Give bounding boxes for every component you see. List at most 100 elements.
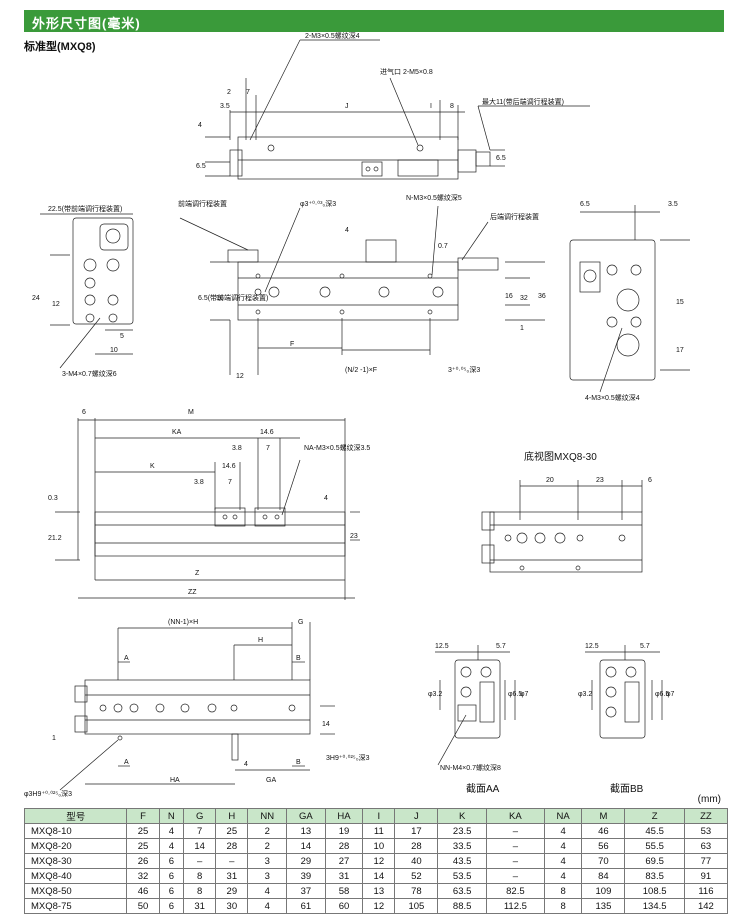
dim-KA: KA bbox=[172, 429, 182, 436]
table-cell: 83.5 bbox=[624, 868, 685, 884]
dim-5: 5 bbox=[120, 333, 124, 340]
table-cell: 33.5 bbox=[437, 838, 487, 854]
label-n-thread: N-M3×0.5螺纹深5 bbox=[406, 193, 462, 202]
table-cell: 53 bbox=[683, 823, 729, 839]
table-cell: 25 bbox=[215, 823, 249, 839]
label-formula: (N/2 -1)×F bbox=[345, 367, 377, 374]
dim-G: G bbox=[298, 619, 303, 626]
table-cell: 70 bbox=[581, 853, 626, 869]
label-na-thread: NA-M3×0.5螺纹深3.5 bbox=[304, 443, 370, 452]
unit-label: (mm) bbox=[697, 794, 721, 805]
dim-J: J bbox=[345, 103, 349, 110]
dim-bv-23: 23 bbox=[596, 477, 604, 484]
section-header: 外形尺寸图(毫米) bbox=[24, 10, 724, 32]
table-cell: 45.5 bbox=[624, 823, 685, 839]
model-cell: MXQ8-75 bbox=[23, 898, 128, 914]
table-cell: 30 bbox=[215, 898, 249, 914]
table-cell: 4 bbox=[543, 823, 583, 839]
model-cell: MXQ8-20 bbox=[23, 838, 128, 854]
table-cell: 7 bbox=[183, 823, 217, 839]
label-top-thread: 2-M3×0.5螺纹深4 bbox=[305, 31, 360, 40]
dim-1: 1 bbox=[520, 325, 524, 332]
table-cell: 29 bbox=[215, 883, 249, 899]
column-header: 型号 bbox=[23, 808, 128, 824]
dim-M: M bbox=[188, 409, 194, 416]
table-cell: 25 bbox=[126, 823, 160, 839]
side-view bbox=[55, 418, 360, 600]
table-cell: 8 bbox=[183, 883, 217, 899]
dim-bb-5-7: 5.7 bbox=[640, 643, 650, 650]
table-cell: 2 bbox=[247, 838, 288, 854]
table-cell: – bbox=[485, 868, 545, 884]
table-cell: 4 bbox=[158, 838, 185, 854]
dim-4-side: 4 bbox=[324, 495, 328, 502]
dim-right-3-5: 3.5 bbox=[668, 201, 678, 208]
table-cell: 105 bbox=[394, 898, 439, 914]
table-cell: 37 bbox=[286, 883, 326, 899]
column-header: M bbox=[581, 808, 626, 824]
column-header: K bbox=[437, 808, 487, 824]
table-cell: – bbox=[485, 853, 545, 869]
model-cell: MXQ8-30 bbox=[23, 853, 128, 869]
dim-17: 17 bbox=[676, 347, 684, 354]
dim-6-5-right: 6.5 bbox=[496, 155, 506, 162]
model-subtitle: 标准型(MXQ8) bbox=[24, 41, 96, 53]
table-cell: 112.5 bbox=[485, 898, 545, 914]
table-cell: 78 bbox=[394, 883, 439, 899]
dim-Z: Z bbox=[195, 570, 200, 577]
table-cell: 31 bbox=[215, 868, 249, 884]
table-cell: – bbox=[485, 838, 545, 854]
left-end-view bbox=[40, 213, 134, 369]
column-header: NA bbox=[543, 808, 583, 824]
table-cell: 63.5 bbox=[437, 883, 487, 899]
table-cell: 27 bbox=[324, 853, 364, 869]
table-cell: 8 bbox=[543, 883, 583, 899]
table-cell: 12 bbox=[362, 853, 396, 869]
table-cell: 28 bbox=[394, 838, 439, 854]
model-cell: MXQ8-10 bbox=[23, 823, 128, 839]
table-cell: 61 bbox=[286, 898, 326, 914]
table-cell: 3 bbox=[247, 868, 288, 884]
dim-1-lower: 1 bbox=[52, 735, 56, 742]
column-header: G bbox=[183, 808, 217, 824]
lower-view bbox=[59, 622, 335, 791]
dim-21-2: 21.2 bbox=[48, 535, 62, 542]
table-cell: 77 bbox=[683, 853, 729, 869]
table-cell: 13 bbox=[362, 883, 396, 899]
dim-H: H bbox=[258, 637, 263, 644]
table-cell: 4 bbox=[247, 898, 288, 914]
dim-4-lower: 4 bbox=[244, 761, 248, 768]
table-cell: 46 bbox=[581, 823, 626, 839]
dim-16-right: 16 bbox=[505, 293, 513, 300]
column-header: KA bbox=[485, 808, 545, 824]
table-cell: – bbox=[485, 823, 545, 839]
table-cell: 4 bbox=[543, 853, 583, 869]
table-cell: 13 bbox=[286, 823, 326, 839]
column-header: I bbox=[362, 808, 396, 824]
column-header: HA bbox=[324, 808, 364, 824]
dim-6-side: 6 bbox=[82, 409, 86, 416]
column-header: NN bbox=[247, 808, 288, 824]
label-section-bb: 截面BB bbox=[610, 782, 644, 795]
table-cell: 31 bbox=[183, 898, 217, 914]
dim-16-left: 16 bbox=[216, 295, 224, 302]
table-cell: 116 bbox=[683, 883, 729, 899]
table-cell: 17 bbox=[394, 823, 439, 839]
table-cell: 142 bbox=[683, 898, 729, 914]
table-cell: 91 bbox=[683, 868, 729, 884]
table-cell: 43.5 bbox=[437, 853, 487, 869]
dim-8: 8 bbox=[450, 103, 454, 110]
table-cell: 2 bbox=[247, 823, 288, 839]
column-header: ZZ bbox=[683, 808, 729, 824]
dim-15: 15 bbox=[676, 299, 684, 306]
table-cell: 55.5 bbox=[624, 838, 685, 854]
dim-3-8: 3.8 bbox=[194, 479, 204, 486]
table-cell: 8 bbox=[183, 868, 217, 884]
top-view bbox=[205, 39, 590, 180]
table-cell: 14 bbox=[286, 838, 326, 854]
table-cell: 28 bbox=[215, 838, 249, 854]
